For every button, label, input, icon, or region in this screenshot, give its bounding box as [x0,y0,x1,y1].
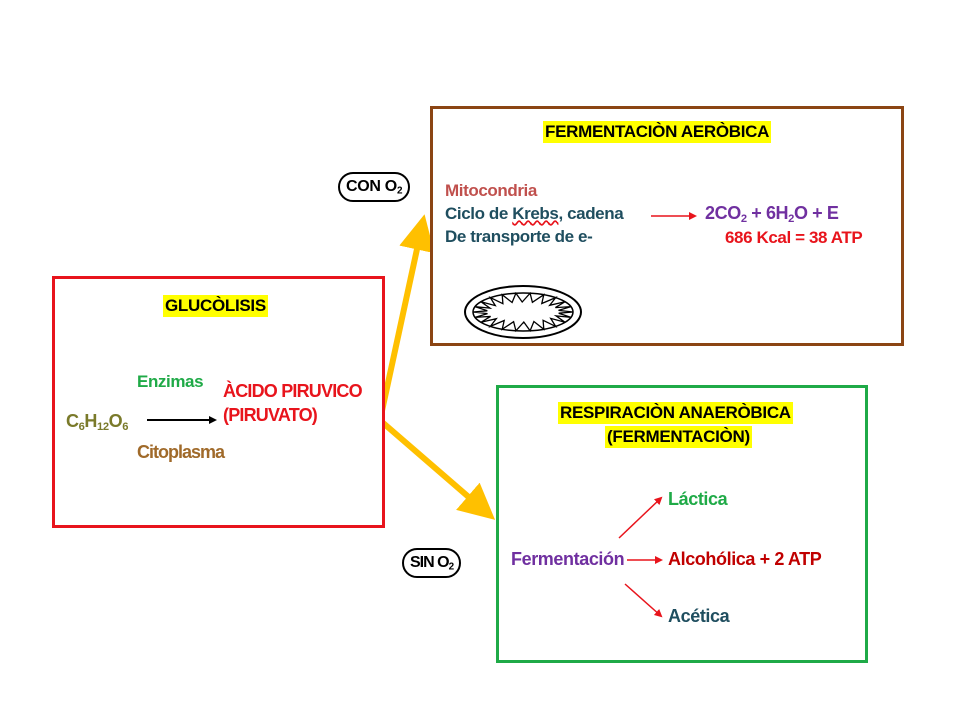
electron-transport-label: De transporte de e- [445,227,593,246]
aerobic-title: FERMENTACIÒN AERÒBICA [543,121,772,143]
arrow-to-lactic [618,496,663,539]
lactic-label: Láctica [668,489,728,509]
con-o2-label: CON O2 [338,172,411,202]
enzymes-label: Enzimas [137,372,204,391]
glucose-formula: C6H12O6 [66,411,129,433]
glycolysis-title: GLUCÒLISIS [163,295,268,317]
aerobic-box: FERMENTACIÒN AERÒBICA Mitocondria Ciclo … [430,106,904,346]
pyruvate-label: (PIRUVATO) [223,405,318,425]
aerobic-products: 2CO2 + 6H2O + E [705,203,839,225]
energy-yield-label: 686 Kcal = 38 ATP [725,228,863,247]
arrow-to-anaerobic [380,419,496,520]
fermentation-label: Fermentación [511,549,625,569]
anaerobic-box: RESPIRACIÒN ANAERÒBICA (FERMENTACIÒN) Lá… [496,385,868,663]
glycolysis-box: GLUCÒLISIS Enzimas C6H12O6 Citoplasma ÀC… [52,276,385,528]
krebs-cycle-label: Ciclo de Krebs, cadena [445,204,624,223]
alcoholic-label: Alcohólica + 2 ATP [668,549,822,569]
acetic-label: Acética [668,606,730,626]
arrow-to-acetic [624,583,663,618]
pyruvic-acid-label: ÀCIDO PIRUVICO [223,381,363,401]
anaerobic-title-line2: (FERMENTACIÒN) [605,426,752,448]
arrow-to-aerobic [377,214,435,421]
cytoplasm-label: Citoplasma [137,442,225,462]
sin-o2-label: SIN O2 [402,548,462,578]
mitochondria-label: Mitocondria [445,181,537,200]
anaerobic-title-line1: RESPIRACIÒN ANAERÒBICA [558,402,793,424]
